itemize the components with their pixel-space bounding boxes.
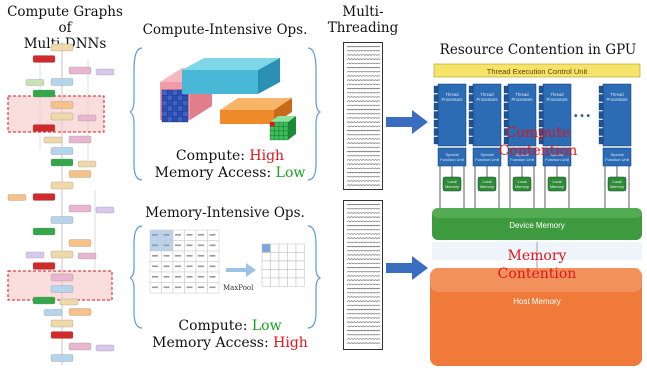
memory-ops-stats: Compute: Low Memory Access: High: [140, 318, 320, 352]
svg-text:Special: Special: [445, 152, 458, 157]
gpu-architecture: Thread Execution Control Unit ThreadProc…: [430, 63, 642, 366]
thread-bar-bottom: [343, 200, 383, 350]
memory-ops-compute-label: Compute:: [178, 318, 252, 334]
arrow-to-compute: [386, 110, 428, 134]
memory-ops-compute-value: Low: [251, 318, 282, 334]
memory-ops-bracket: [130, 225, 322, 329]
svg-text:Memory: Memory: [610, 185, 624, 189]
multi-dnn-graph: [7, 42, 115, 365]
thread-control-unit: [433, 63, 641, 78]
svg-text:Memory: Memory: [515, 185, 529, 189]
memory-ops-memory-line: Memory Access: High: [140, 335, 320, 352]
multi-threading-title-line2: Threading: [327, 20, 399, 36]
tensor-3d-illustration: [160, 58, 296, 141]
svg-text:Thread: Thread: [610, 92, 624, 97]
svg-text:Thread: Thread: [480, 92, 494, 97]
memory-ops-compute-line: Compute: Low: [140, 318, 320, 335]
svg-text:Function Unit: Function Unit: [545, 157, 569, 162]
svg-text:Thread: Thread: [550, 92, 564, 97]
compute-ops-bracket: [130, 47, 322, 181]
maxpool-label: MaxPool: [223, 284, 254, 292]
memory-ops-title: Memory-Intensive Ops.: [145, 205, 305, 221]
compute-ops-compute-label: Compute:: [175, 148, 250, 164]
svg-text:Special: Special: [610, 152, 623, 157]
device-memory-label: Device Memory: [509, 221, 565, 230]
compute-ops-memory-line: Memory Access: Low: [140, 165, 320, 182]
processor-ellipsis: • • •: [574, 111, 591, 122]
memory-ops-memory-value: High: [273, 335, 308, 351]
compute-contention-line2: Contention: [499, 143, 578, 159]
compute-contention-line1: Compute: [506, 125, 570, 141]
compute-ops-title: Compute-Intensive Ops.: [142, 22, 308, 38]
arrow-to-memory: [386, 256, 428, 280]
svg-text:Local: Local: [552, 180, 561, 184]
maxpool-arrow: [226, 263, 256, 277]
compute-ops-compute-line: Compute: High: [140, 148, 320, 165]
svg-text:Processors: Processors: [512, 97, 533, 102]
maxpool-illustration: MaxPool: [149, 229, 305, 294]
svg-text:Special: Special: [480, 152, 493, 157]
svg-text:Function Unit: Function Unit: [510, 157, 534, 162]
host-memory-block: [430, 268, 642, 366]
svg-text:Thread: Thread: [445, 92, 459, 97]
compute-ops-stats: Compute: High Memory Access: Low: [140, 148, 320, 182]
svg-text:Memory: Memory: [480, 185, 494, 189]
svg-text:Special: Special: [515, 152, 528, 157]
svg-text:Processors: Processors: [607, 97, 628, 102]
host-memory-label: Host Memory: [513, 297, 561, 306]
svg-text:Local: Local: [447, 180, 456, 184]
thread-bar-top: [343, 42, 383, 190]
svg-text:Function Unit: Function Unit: [440, 157, 464, 162]
multi-threading-title-line1: Multi-: [342, 4, 384, 20]
svg-text:Function Unit: Function Unit: [605, 157, 629, 162]
svg-text:Local: Local: [517, 180, 526, 184]
svg-text:Thread: Thread: [515, 92, 529, 97]
svg-text:Processors: Processors: [442, 97, 463, 102]
svg-text:Local: Local: [612, 180, 621, 184]
multi-threading-title: Multi- Threading: [322, 4, 404, 36]
thread-control-unit-label: Thread Execution Control Unit: [487, 67, 588, 76]
svg-text:Special: Special: [550, 152, 563, 157]
svg-text:Function Unit: Function Unit: [475, 157, 499, 162]
compute-ops-memory-value: Low: [275, 165, 306, 181]
compute-ops-memory-label: Memory Access:: [154, 165, 276, 181]
memory-contention-line1: Memory: [508, 248, 567, 264]
svg-text:Local: Local: [482, 180, 491, 184]
svg-text:Processors: Processors: [477, 97, 498, 102]
memory-ops-memory-label: Memory Access:: [152, 335, 274, 351]
compute-ops-compute-value: High: [249, 148, 285, 164]
gpu-title: Resource Contention in GPU: [439, 42, 637, 58]
svg-text:Memory: Memory: [445, 185, 459, 189]
compute-graphs-title-line1: Compute Graphs of: [7, 4, 123, 36]
svg-text:Processors: Processors: [547, 97, 568, 102]
memory-contention-line2: Contention: [498, 266, 577, 282]
svg-text:Memory: Memory: [550, 185, 564, 189]
